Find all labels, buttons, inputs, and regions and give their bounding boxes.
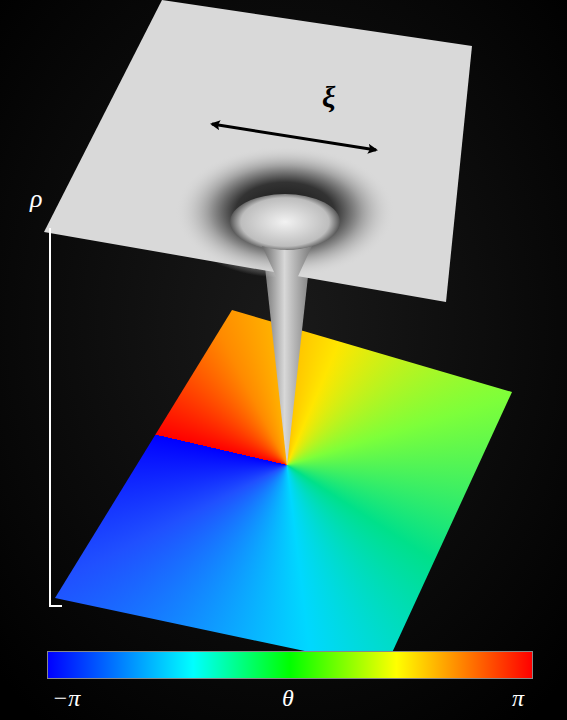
length-label: ξ <box>322 82 335 112</box>
scale-label: π <box>512 686 524 710</box>
color-bar <box>48 652 532 678</box>
axis-label: ρ <box>30 186 42 212</box>
scale-label: θ <box>282 686 294 710</box>
scale-label: −π <box>52 686 80 710</box>
